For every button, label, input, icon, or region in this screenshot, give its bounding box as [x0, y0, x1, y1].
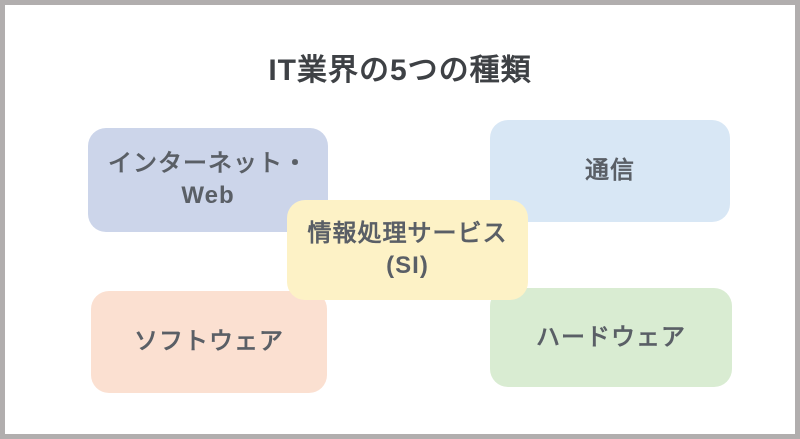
box-telecom: 通信	[490, 120, 730, 222]
box-hardware: ハードウェア	[490, 288, 732, 387]
box-internet-web-label-line2: Web	[181, 182, 235, 209]
box-si-label-line2: (SI)	[386, 252, 429, 279]
box-software: ソフトウェア	[91, 291, 327, 393]
box-internet-web-label-line1: インターネット・	[108, 150, 308, 178]
page-title: IT業界の5つの種類	[268, 54, 532, 87]
box-telecom-label: 通信	[585, 157, 635, 185]
box-si-label-line1: 情報処理サービス	[307, 220, 508, 248]
box-internet-web: インターネット・ Web	[88, 128, 328, 232]
box-hardware-label: ハードウェア	[536, 323, 686, 351]
box-software-label: ソフトウェア	[134, 328, 284, 356]
box-si-information-processing: 情報処理サービス (SI)	[287, 200, 528, 300]
